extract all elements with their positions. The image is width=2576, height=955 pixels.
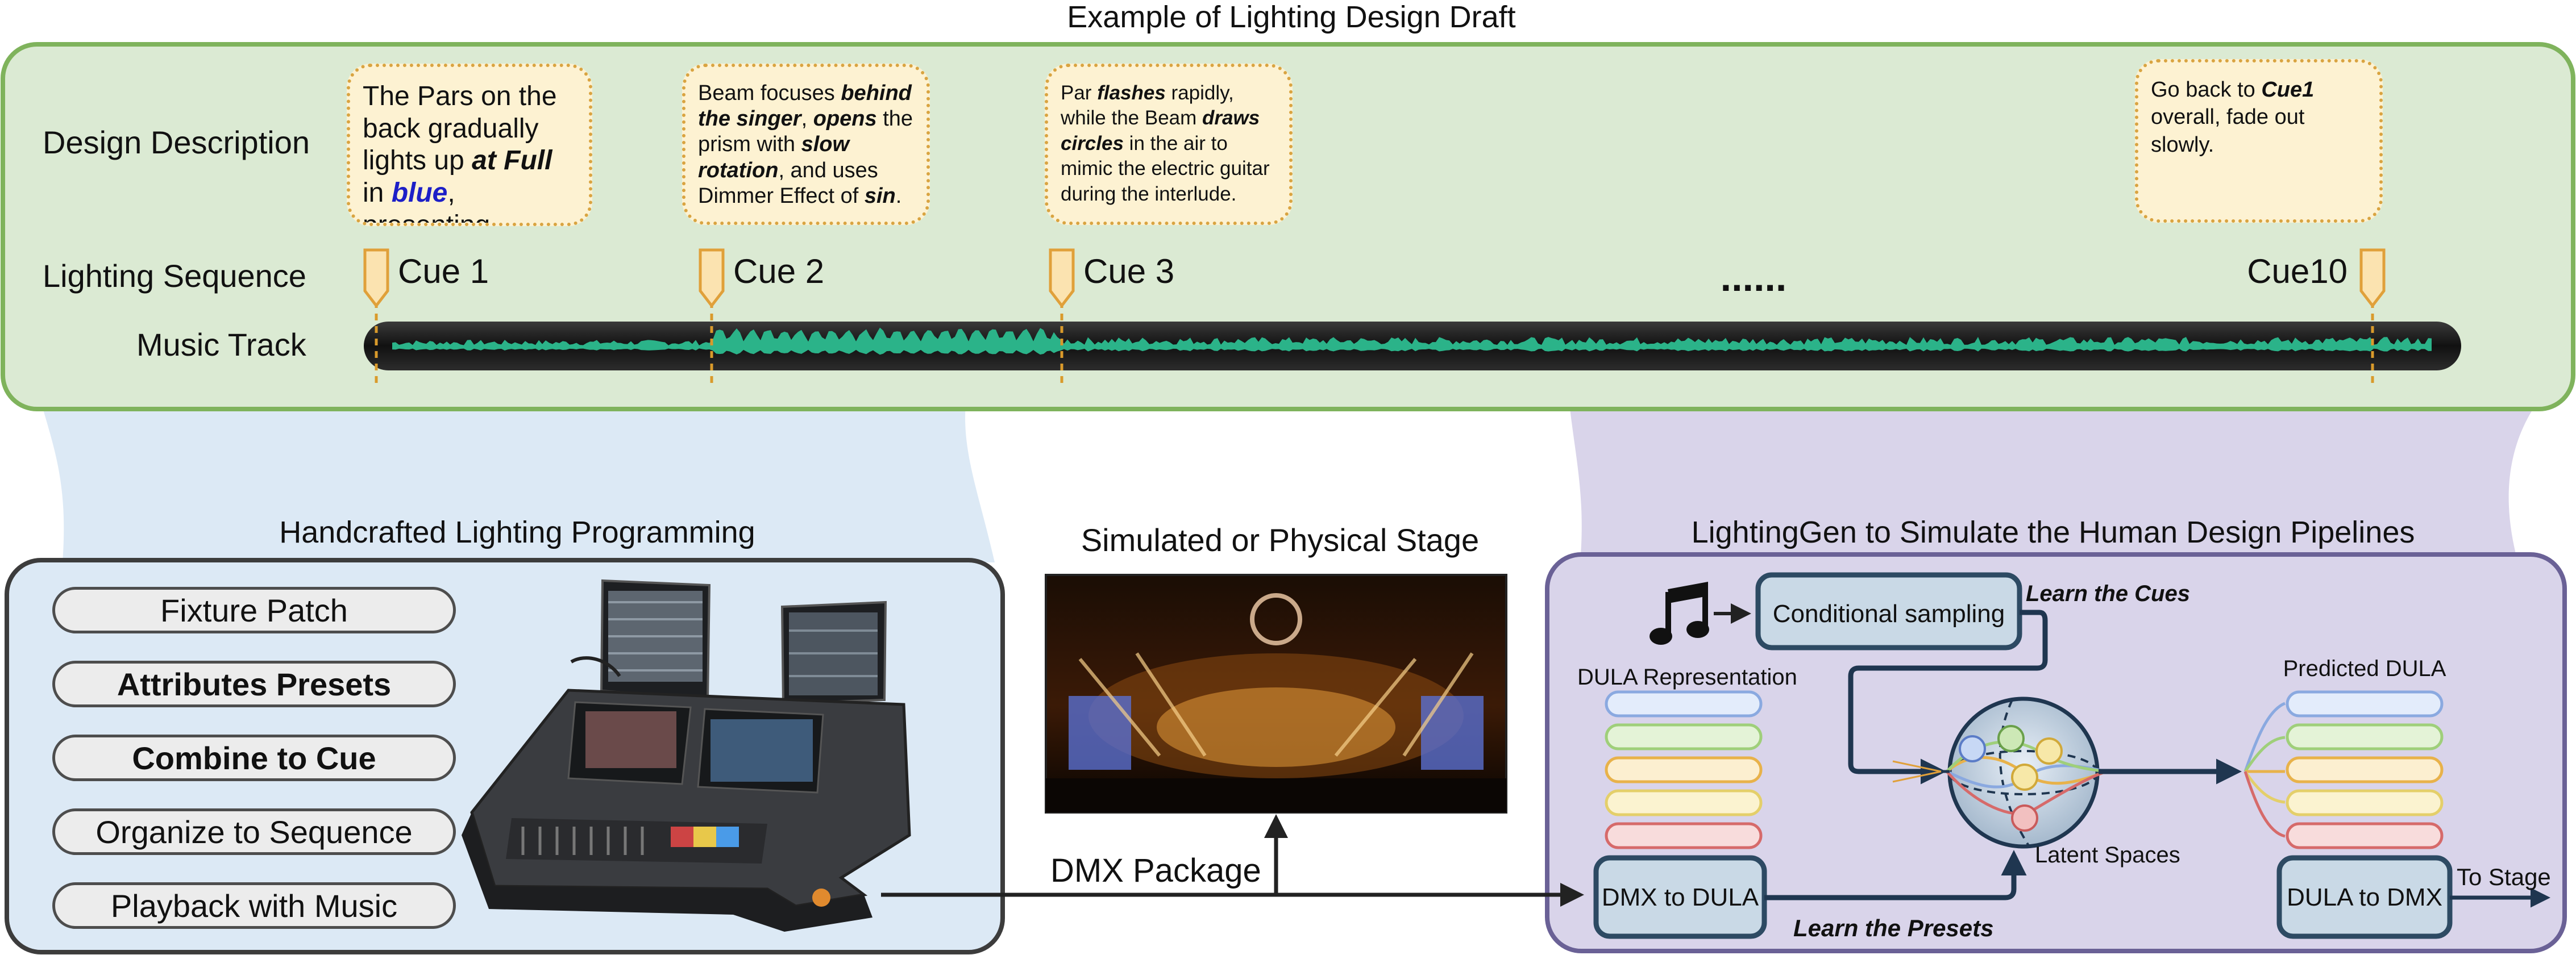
dula-bar — [2286, 690, 2444, 718]
dula-representation-label: DULA Representation — [1577, 665, 1797, 690]
callout-text-fragment: rapidly, while the Beam — [1061, 82, 1234, 130]
cue-marker-2 — [699, 248, 725, 386]
dmx-package-label: DMX Package — [1050, 852, 1261, 889]
learn-cues-label: Learn the Cues — [2026, 581, 2190, 606]
cue-label-10: Cue10 — [2247, 252, 2348, 290]
callout-text-fragment: the prism with — [698, 107, 913, 157]
lighting-console-image — [462, 579, 911, 932]
music-waveform — [392, 327, 2432, 355]
handcrafted-title: Handcrafted Lighting Programming — [279, 515, 755, 549]
dula-bar — [2286, 822, 2444, 849]
step-combine-to-cue[interactable]: Combine to Cue — [52, 735, 456, 781]
waveform-shape — [392, 327, 2432, 355]
dula-bar — [1605, 690, 1763, 718]
callout-text-fragment: blue — [391, 177, 448, 208]
description-callout-cue-2: Beam focuses behind the singer, opens th… — [682, 64, 930, 225]
callout-text-fragment: The Pars on the back gradually lights up — [363, 81, 557, 176]
cue-marker-10 — [2359, 248, 2386, 386]
callout-text-fragment: slow rotation — [698, 132, 850, 182]
step-fixture-patch[interactable]: Fixture Patch — [52, 587, 456, 633]
dula-bars-input — [1605, 690, 1763, 849]
to-stage-label: To Stage — [2457, 864, 2551, 890]
cue-label-1: Cue 1 — [398, 252, 489, 290]
callout-text-fragment: . — [895, 184, 902, 208]
lightinggen-title: LightingGen to Simulate the Human Design… — [1692, 515, 2415, 549]
dmx-to-dula-label: DMX to DULA — [1602, 883, 1759, 911]
row-label-description: Design Description — [43, 124, 310, 160]
callout-text-fragment: Cue1 — [2261, 78, 2315, 102]
learn-presets-label: Learn the Presets — [1793, 915, 1994, 941]
stage-picture — [1045, 574, 1507, 814]
latent-space-sphere — [1946, 697, 2106, 849]
input-fan-lines — [1892, 760, 1950, 783]
dula-bar — [1605, 789, 1763, 816]
conditional-sampling-label: Conditional sampling — [1773, 600, 2005, 628]
dula-bar — [2286, 723, 2444, 750]
row-label-sequence: Lighting Sequence — [43, 258, 306, 294]
dula-bar — [2286, 789, 2444, 816]
description-callout-cue-1: The Pars on the back gradually lights up… — [347, 64, 592, 226]
row-label-music: Music Track — [136, 327, 307, 362]
cue-label-3: Cue 3 — [1083, 252, 1174, 290]
dula-to-dmx-label: DULA to DMX — [2287, 883, 2442, 911]
page-title: Example of Lighting Design Draft — [1067, 0, 1515, 34]
callout-text-fragment: draws circles — [1061, 107, 1260, 155]
dula-bar — [1605, 723, 1763, 750]
step-playback-with-music[interactable]: Playback with Music — [52, 882, 456, 929]
cue-marker-3 — [1049, 248, 1075, 386]
dula-bar — [1605, 822, 1763, 849]
callout-text-fragment: Go back to — [2151, 78, 2262, 102]
presets-arrow — [1764, 850, 2027, 900]
sampling-loop-arrow — [1848, 610, 2048, 785]
dula-bar — [1605, 756, 1763, 783]
dula-bars-predicted — [2286, 690, 2444, 849]
callout-text-fragment: Par — [1061, 82, 1098, 104]
description-callout-cue-3: Par flashes rapidly, while the Beam draw… — [1045, 64, 1293, 225]
callout-text-fragment: , and uses Dimmer Effect of — [698, 158, 878, 208]
cue-label-2: Cue 2 — [733, 252, 824, 290]
callout-text-fragment: , — [801, 107, 813, 131]
gen-bg-blob — [1569, 398, 2541, 562]
stage-title: Simulated or Physical Stage — [1081, 522, 1479, 558]
callout-text-fragment: sin — [864, 184, 896, 208]
callout-text-fragment: , presenting... — [363, 177, 513, 226]
step-attributes-presets[interactable]: Attributes Presets — [52, 661, 456, 707]
latent-spaces-label: Latent Spaces — [2035, 843, 2180, 868]
callout-text-fragment: flashes — [1097, 82, 1166, 104]
music-note-icon — [1650, 581, 1709, 645]
dula-bar — [2286, 756, 2444, 783]
callout-text-fragment: overall, fade out slowly. — [2151, 105, 2305, 157]
callout-text-fragment: at Full — [472, 145, 552, 176]
cue-ellipsis: ...... — [1721, 255, 1787, 299]
callout-text-fragment: in the air to mimic the electric guitar … — [1061, 132, 1270, 205]
callout-text-fragment: opens — [813, 107, 877, 131]
callout-text-fragment: in — [363, 177, 392, 208]
cue-marker-1 — [363, 248, 389, 386]
description-callout-cue-10: Go back to Cue1 overall, fade out slowly… — [2135, 59, 2383, 223]
callout-text-fragment: behind the singer — [698, 81, 912, 131]
step-organize-to-sequence[interactable]: Organize to Sequence — [52, 808, 456, 855]
bottom-background — [40, 398, 2541, 562]
hand-bg-blob — [40, 398, 995, 562]
predicted-dula-label: Predicted DULA — [2283, 656, 2446, 681]
draft-panel — [1, 42, 2575, 411]
callout-text-fragment: Beam focuses — [698, 81, 841, 105]
output-fan-lines — [2243, 702, 2286, 838]
